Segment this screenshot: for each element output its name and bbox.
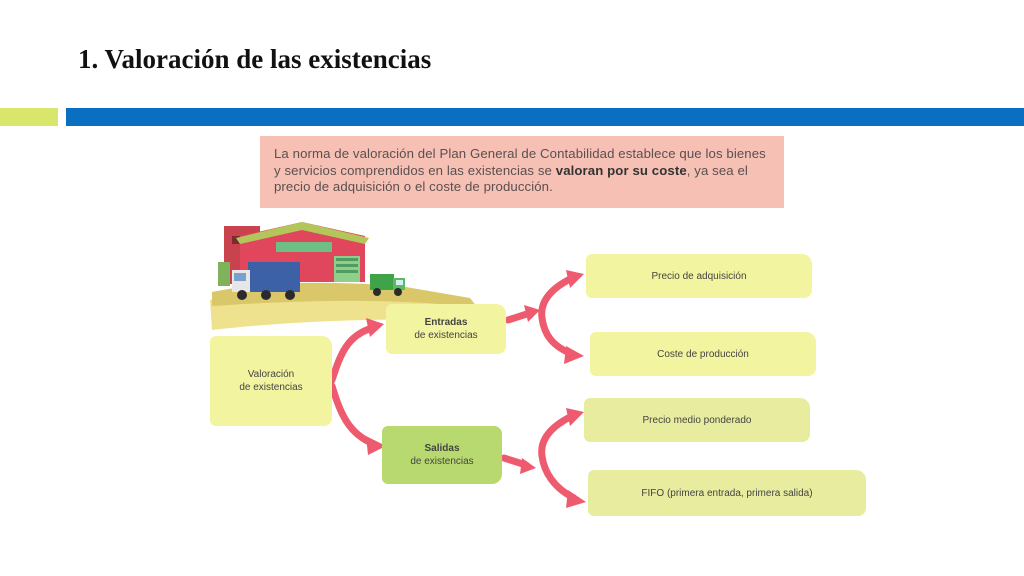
accent-bar-blue xyxy=(66,108,1024,126)
definition-text: La norma de valoración del Plan General … xyxy=(274,146,766,178)
node-precio-adquisicion-label: Precio de adquisición xyxy=(651,270,747,282)
node-valoracion: Valoración de existencias xyxy=(210,336,332,426)
warehouse-illustration xyxy=(210,222,482,330)
node-fifo: FIFO (primera entrada, primera salida) xyxy=(588,470,866,516)
node-valoracion-line1: Valoración xyxy=(247,369,295,380)
node-coste-produccion-label: Coste de producción xyxy=(657,348,749,360)
node-entradas: Entradas de existencias xyxy=(386,304,506,354)
node-salidas: Salidas de existencias xyxy=(382,426,502,484)
node-valoracion-line2: de existencias xyxy=(239,382,303,393)
node-precio-medio-ponderado-label: Precio medio ponderado xyxy=(642,414,752,426)
arrow-heads xyxy=(366,270,586,508)
node-salidas-line1: Salidas xyxy=(424,443,460,454)
node-entradas-line2: de existencias xyxy=(414,330,478,341)
definition-highlight: valoran por su coste xyxy=(555,162,687,178)
node-salidas-line2: de existencias xyxy=(410,456,474,467)
node-entradas-line1: Entradas xyxy=(424,317,468,328)
definition-box: La norma de valoración del Plan General … xyxy=(260,136,784,208)
node-precio-medio-ponderado: Precio medio ponderado xyxy=(584,398,810,442)
node-coste-produccion: Coste de producción xyxy=(590,332,816,376)
definition-text-end: , ya sea el precio de adquisición o el c… xyxy=(274,162,748,195)
node-precio-adquisicion: Precio de adquisición xyxy=(586,254,812,298)
node-fifo-label: FIFO (primera entrada, primera salida) xyxy=(641,487,813,499)
accent-bar-green xyxy=(0,108,58,126)
slide-title: 1. Valoración de las existencias xyxy=(78,44,432,74)
